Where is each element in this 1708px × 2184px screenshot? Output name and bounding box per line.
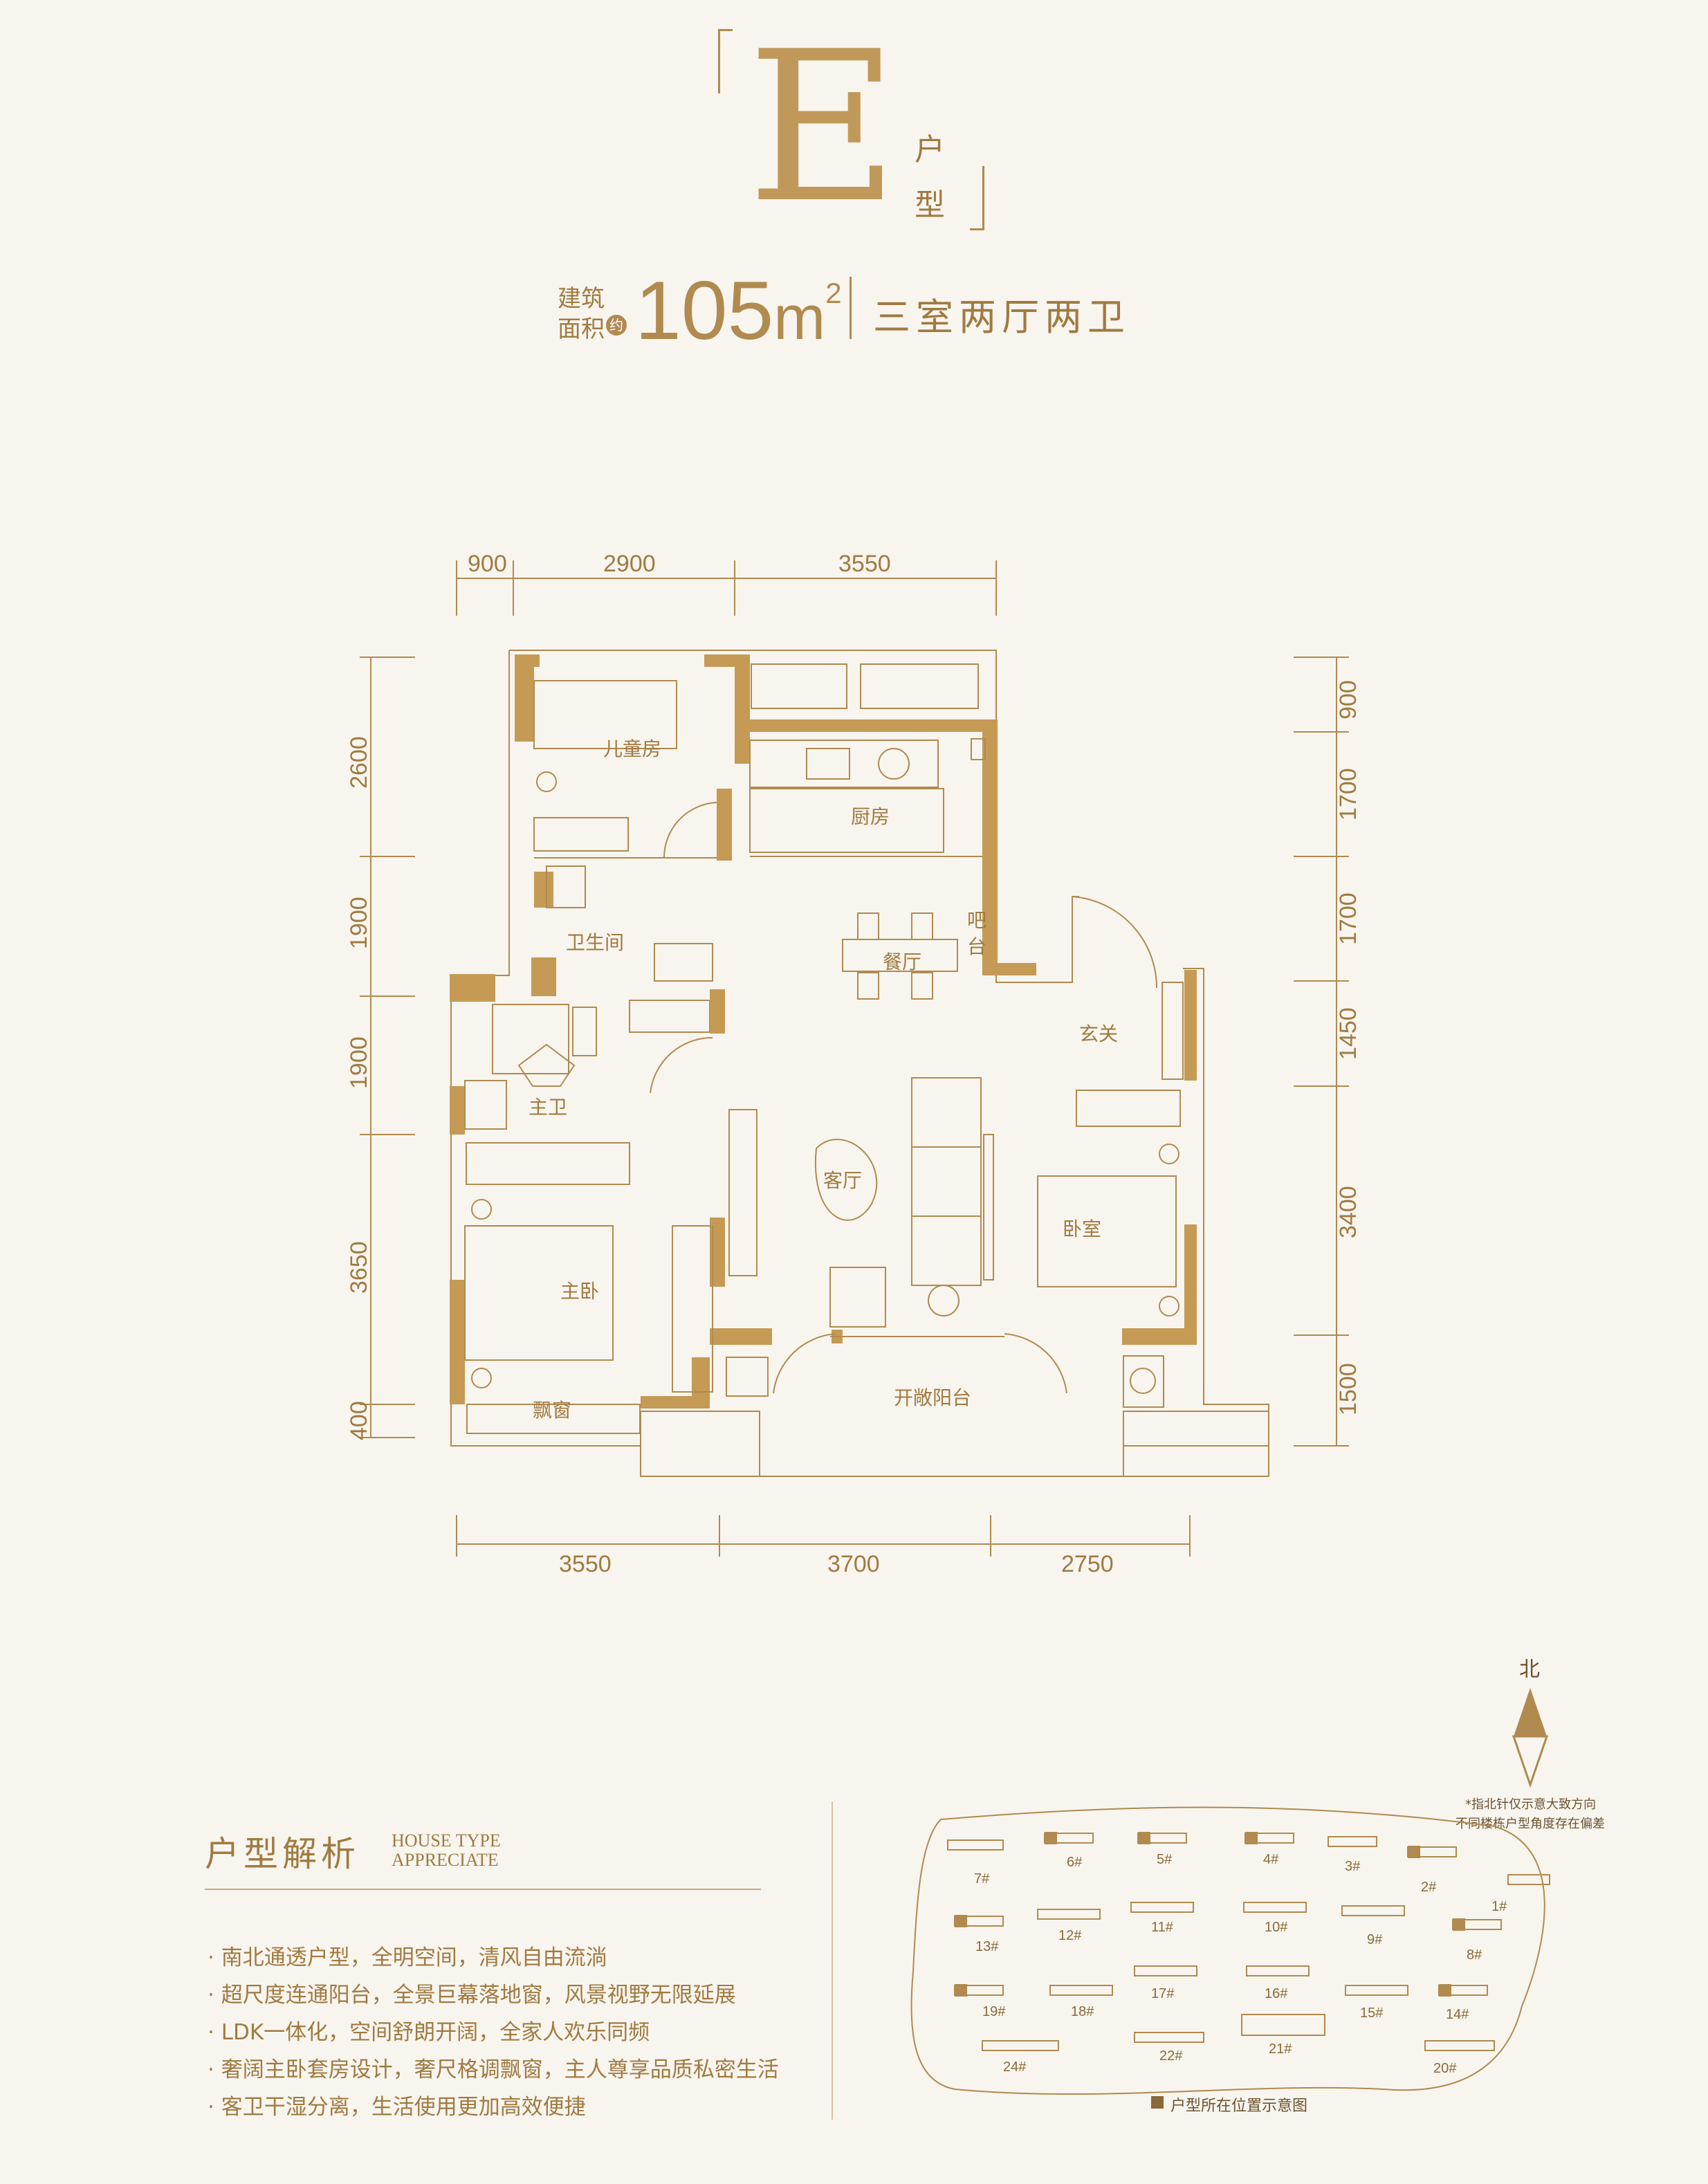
compass-note-2: 不同楼栋户型角度存在偏差 — [1456, 1817, 1605, 1831]
building-1: 1# — [1491, 1899, 1507, 1914]
site-map-legend: 户型所在位置示意图 — [1170, 2098, 1308, 2115]
building-6: 6# — [1067, 1855, 1083, 1870]
area-unit: m — [773, 284, 826, 353]
building-16: 16# — [1265, 1986, 1288, 2001]
building-8: 8# — [1467, 1947, 1482, 1963]
area-approx-badge: 约 — [606, 315, 627, 336]
building-5: 5# — [1157, 1852, 1173, 1867]
title-corner-top-left — [718, 29, 733, 93]
header-divider — [850, 277, 852, 339]
label-bedroom: 卧室 — [1063, 1218, 1101, 1240]
label-master-bath: 主卫 — [529, 1096, 567, 1119]
dim-left-2: 1900 — [346, 897, 372, 949]
dimension-labels: 900 2900 3550 3550 3700 2750 2600 1900 1… — [346, 551, 1361, 1577]
dim-top-1: 900 — [468, 551, 507, 577]
compass-note-1: *指北针仅示意大致方向 — [1465, 1797, 1596, 1812]
area-label-2: 面积 — [558, 315, 605, 343]
type-letter: E — [747, 7, 899, 248]
dim-right-5: 3400 — [1335, 1186, 1361, 1238]
dim-bottom-3: 2750 — [1061, 1551, 1114, 1577]
analysis-title: 户型解析 — [205, 1834, 360, 1874]
dim-right-2: 1700 — [1335, 768, 1361, 820]
label-living: 客厅 — [823, 1169, 862, 1192]
building-21: 21# — [1269, 2041, 1292, 2057]
building-22: 22# — [1159, 2048, 1183, 2064]
dim-right-6: 1500 — [1335, 1363, 1361, 1415]
building-2: 2# — [1421, 1880, 1437, 1895]
dim-top-3: 3550 — [838, 551, 891, 577]
layout-description: 三室两厅两卫 — [873, 295, 1130, 339]
type-suffix-2: 型 — [915, 187, 945, 223]
feature-1: · 南北通透户型，全明空间，清风自由流淌 — [208, 1945, 607, 1970]
building-labels: 7# 6# 5# 4# 3# 2# 1# 13# 12# 11# 10# 9# … — [974, 1852, 1507, 2076]
site-boundary — [910, 1806, 1545, 2095]
analysis-divider — [205, 1889, 761, 1890]
building-19: 19# — [982, 2004, 1006, 2019]
building-11: 11# — [1151, 1920, 1174, 1935]
dim-top-2: 2900 — [603, 551, 656, 577]
label-balcony: 开敞阳台 — [894, 1386, 971, 1409]
label-dining: 餐厅 — [883, 951, 921, 973]
area-number: 105 — [635, 264, 774, 357]
label-children-room: 儿童房 — [603, 737, 661, 760]
title-corner-bottom-right — [970, 166, 984, 230]
floor-plan: 儿童房 厨房 卫生间 餐厅 吧 台 玄关 主卫 客厅 卧室 主卧 飘窗 开敞阳台… — [346, 551, 1361, 1577]
dim-right-4: 1450 — [1335, 1007, 1361, 1060]
dim-left-3: 1900 — [346, 1036, 372, 1089]
dim-right-1: 900 — [1335, 680, 1361, 719]
dim-bottom-1: 3550 — [559, 1551, 612, 1577]
building-13: 13# — [975, 1939, 999, 1954]
building-24: 24# — [1003, 2059, 1027, 2075]
section-vertical-divider — [832, 1801, 833, 2120]
compass-north-label: 北 — [1519, 1658, 1540, 1682]
label-bathroom: 卫生间 — [566, 931, 624, 954]
area-label-1: 建筑 — [558, 285, 605, 313]
plan-outline — [450, 650, 1269, 1477]
feature-3: · LDK一体化，空间舒朗开阔，全家人欢乐同频 — [208, 2020, 650, 2045]
dim-left-4: 3650 — [346, 1241, 372, 1294]
building-20: 20# — [1433, 2061, 1457, 2076]
label-kitchen: 厨房 — [851, 805, 890, 828]
interior-lines — [464, 680, 1184, 1408]
area-unit-sup: 2 — [825, 277, 842, 309]
analysis-title-en-1: HOUSE TYPE — [392, 1830, 501, 1851]
feature-2: · 超尺度连通阳台，全景巨幕落地窗，风景视野无限延展 — [208, 1983, 736, 2008]
feature-5: · 客卫干湿分离，生活使用更加高效便捷 — [208, 2095, 586, 2120]
label-master-bedroom: 主卧 — [560, 1280, 599, 1303]
dim-bottom-2: 3700 — [827, 1551, 880, 1577]
dim-right-3: 1700 — [1335, 892, 1361, 945]
feature-4: · 奢阔主卧套房设计，奢尺格调飘窗，主人尊享品质私密生活 — [208, 2057, 779, 2082]
building-7: 7# — [974, 1871, 990, 1887]
building-3: 3# — [1345, 1859, 1361, 1874]
building-14: 14# — [1446, 2007, 1469, 2022]
building-18: 18# — [1071, 2004, 1094, 2019]
building-17: 17# — [1151, 1986, 1175, 2001]
building-4: 4# — [1263, 1852, 1279, 1867]
site-map-legend-marker — [1151, 2096, 1164, 2109]
dim-left-1: 2600 — [346, 736, 372, 789]
highlighted-buildings — [955, 1832, 1465, 1997]
site-map: 7# 6# 5# 4# 3# 2# 1# 13# 12# 11# 10# 9# … — [910, 1806, 1550, 2095]
building-15: 15# — [1360, 2006, 1384, 2021]
room-labels: 儿童房 厨房 卫生间 餐厅 吧 台 玄关 主卫 客厅 卧室 主卧 飘窗 开敞阳台 — [529, 737, 1118, 1422]
label-bay-window: 飘窗 — [533, 1399, 571, 1422]
building-10: 10# — [1265, 1920, 1288, 1935]
building-12: 12# — [1058, 1928, 1082, 1943]
compass-arrow-icon — [1512, 1688, 1549, 1788]
label-bar-1: 吧 — [967, 909, 986, 932]
analysis-title-en-2: APPRECIATE — [392, 1850, 499, 1870]
label-foyer: 玄关 — [1079, 1022, 1118, 1045]
dimension-lines — [360, 560, 1349, 1557]
type-suffix-1: 户 — [915, 132, 945, 167]
dim-left-5: 400 — [346, 1401, 372, 1440]
label-bar-2: 台 — [967, 935, 986, 958]
area-value: 105m2 — [635, 263, 842, 358]
walls — [450, 654, 1197, 1408]
building-9: 9# — [1367, 1932, 1383, 1947]
